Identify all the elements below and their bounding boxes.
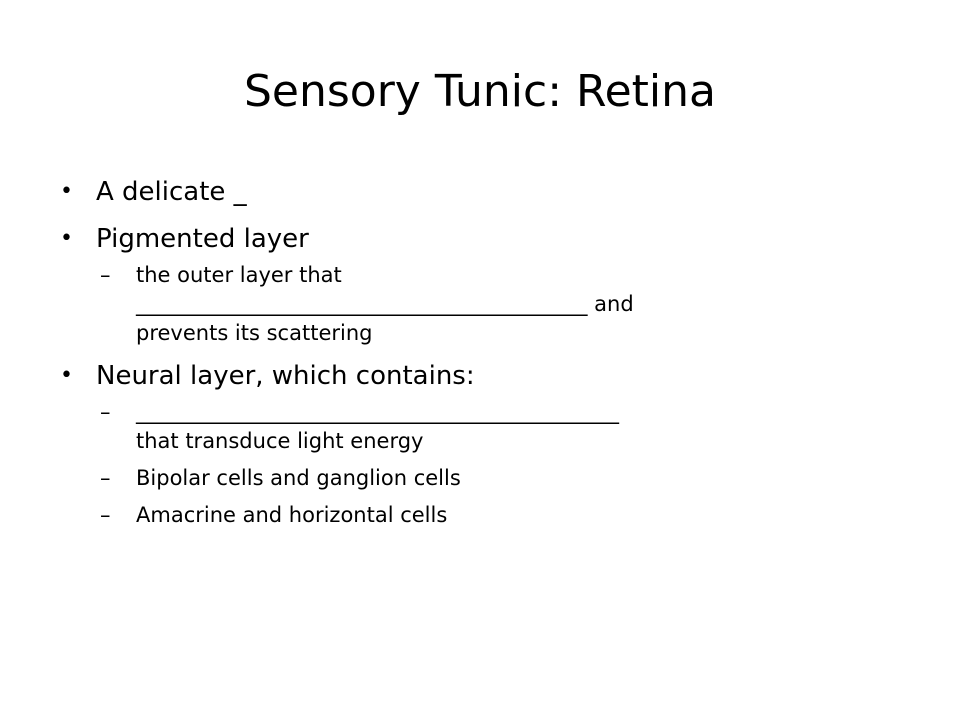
slide-title: Sensory Tunic: Retina [243,66,717,117]
sub-bullet-item: – Bipolar cells and ganglion cells [60,464,920,493]
bullet-dot-icon: • [60,179,73,204]
sub-bullet-text: the outer layer that ___________________… [136,261,896,348]
bullet-item: • Neural layer, which contains: [60,356,920,396]
sub-bullet-text: Amacrine and horizontal cells [136,501,896,530]
sub-bullet-item: – ______________________________________… [60,398,920,456]
bullet-text: Neural layer, which contains: [96,361,475,391]
sub-bullet-item: – the outer layer that _________________… [60,261,920,348]
sub-bullet-line: ________________________________________… [136,292,634,316]
dash-icon: – [100,263,111,287]
sub-bullet-text: ________________________________________… [136,398,896,456]
sub-bullet-text: Bipolar cells and ganglion cells [136,464,896,493]
bullet-text: A delicate _ [96,177,247,207]
dash-icon: – [100,466,111,490]
bullet-dot-icon: • [60,226,73,251]
dash-icon: – [100,503,111,527]
sub-bullet-line: Amacrine and horizontal cells [136,503,448,527]
sub-bullet-item: – Amacrine and horizontal cells [60,501,920,530]
sub-bullet-line: ________________________________________… [136,400,619,424]
bullet-dot-icon: • [60,363,73,388]
sub-bullet-line: Bipolar cells and ganglion cells [136,466,461,490]
sub-bullet-line: the outer layer that [136,263,342,287]
bullet-item: • Pigmented layer [60,219,920,259]
slide-body: • A delicate _ • Pigmented layer – the o… [60,172,920,538]
sub-bullet-line: that transduce light energy [136,429,424,453]
bullet-text: Pigmented layer [96,224,309,254]
bullet-item: • A delicate _ [60,172,920,212]
dash-icon: – [100,400,111,424]
sub-bullet-line: prevents its scattering [136,321,373,345]
